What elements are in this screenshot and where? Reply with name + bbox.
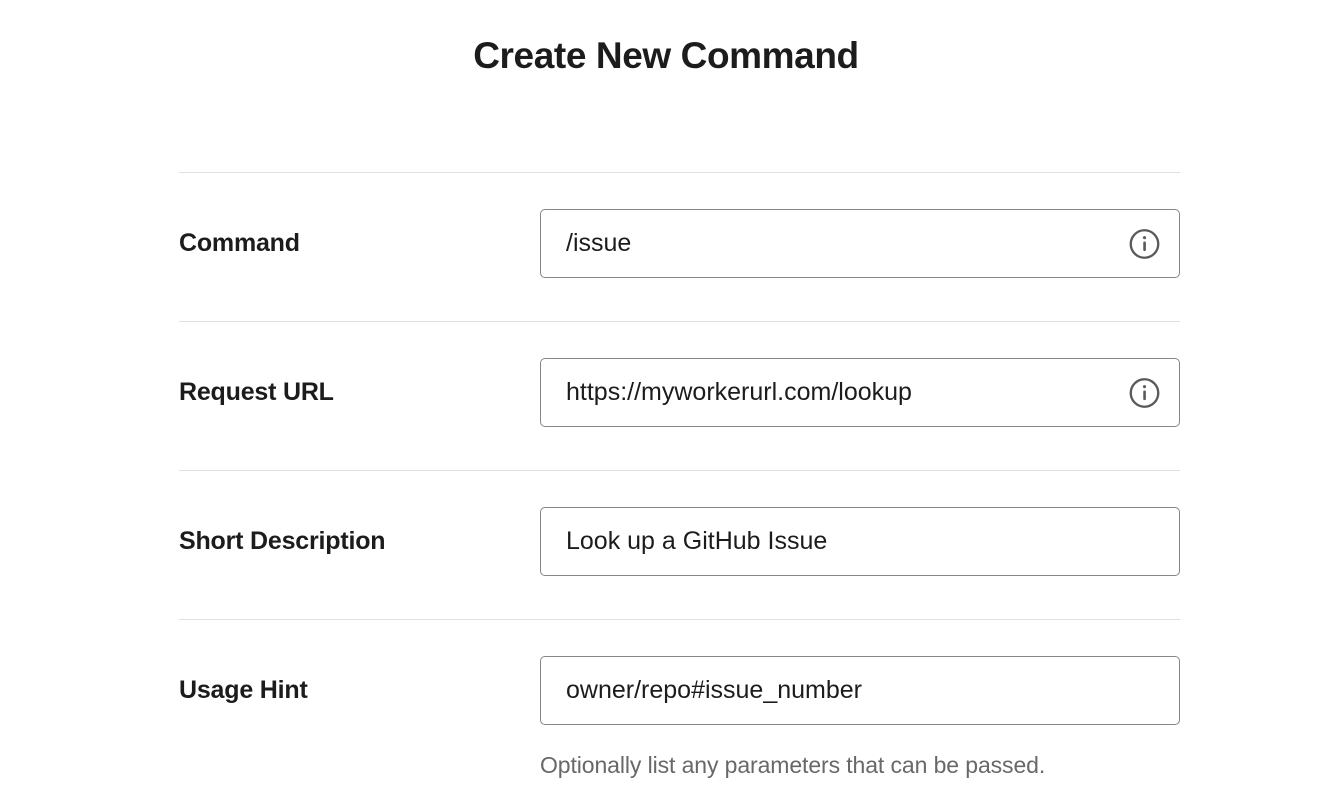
field-control-usage-hint: Optionally list any parameters that can … xyxy=(540,620,1180,780)
modal-header: Create New Command xyxy=(0,0,1332,110)
info-icon[interactable] xyxy=(1128,376,1161,409)
form-row-usage-hint: Usage Hint Optionally list any parameter… xyxy=(179,620,1180,810)
modal-body: Command Request URL xyxy=(0,110,1332,810)
row-divider-1 xyxy=(179,321,1180,322)
field-control-short-description xyxy=(540,471,1180,576)
page-title: Create New Command xyxy=(473,34,859,76)
command-input[interactable] xyxy=(540,209,1180,278)
field-label-usage-hint: Usage Hint xyxy=(179,676,308,704)
usage-hint-input-wrap xyxy=(540,656,1180,725)
usage-hint-input[interactable] xyxy=(540,656,1180,725)
field-label-short-description: Short Description xyxy=(179,527,386,555)
request-url-input-wrap xyxy=(540,358,1180,427)
command-form: Command Request URL xyxy=(179,172,1180,810)
field-label-request-url: Request URL xyxy=(179,378,334,406)
info-icon[interactable] xyxy=(1128,227,1161,260)
field-label-command: Command xyxy=(179,229,300,257)
row-divider-top xyxy=(179,172,1180,173)
field-control-command xyxy=(540,173,1180,278)
field-control-request-url xyxy=(540,322,1180,427)
row-divider-2 xyxy=(179,470,1180,471)
request-url-input[interactable] xyxy=(540,358,1180,427)
form-row-short-description: Short Description xyxy=(179,471,1180,619)
form-row-request-url: Request URL xyxy=(179,322,1180,470)
row-divider-3 xyxy=(179,619,1180,620)
short-description-input-wrap xyxy=(540,507,1180,576)
usage-hint-helper-text: Optionally list any parameters that can … xyxy=(540,752,1046,778)
command-input-wrap xyxy=(540,209,1180,278)
short-description-input[interactable] xyxy=(540,507,1180,576)
form-row-command: Command xyxy=(179,173,1180,321)
